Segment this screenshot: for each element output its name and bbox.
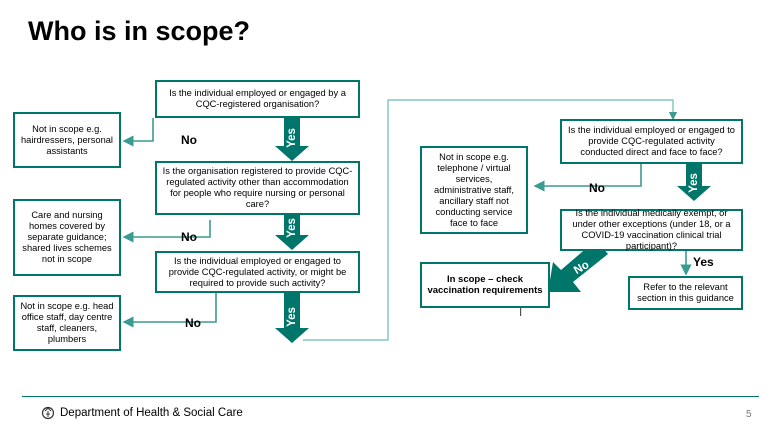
yes-label-3: Yes [286,307,298,327]
question-box-4: Is the individual employed or engaged to… [560,119,743,164]
question-box-1: Is the individual employed or engaged by… [155,80,360,118]
yes-arrow-3 [275,292,309,343]
page-number: 5 [746,409,752,420]
footer-divider [22,396,759,397]
question-4-text: Is the individual employed or engaged to… [568,125,735,157]
in-scope-text: In scope – check vaccination requirement… [427,274,543,296]
no-connector-2 [122,220,211,243]
no-label-2: No [181,230,197,244]
yes-label-2: Yes [286,218,298,238]
yes-label-5: Yes [693,255,714,269]
yes-label-1: Yes [286,128,298,148]
question-3-text: Is the individual employed or engaged to… [168,255,347,288]
refer-box: Refer to the relevant section in this gu… [628,276,743,310]
outcome-2-text: Care and nursing homes covered by separa… [22,210,112,264]
question-box-2: Is the organisation registered to provid… [155,161,360,215]
yes-arrow-4 [677,163,711,201]
outcome-box-1: Not in scope e.g. hairdressers, personal… [13,112,121,168]
yes-arrow-1 [275,118,309,161]
no-connector-4 [533,164,642,192]
question-1-text: Is the individual employed or engaged by… [169,88,346,109]
no-arrow-5 [548,240,608,292]
outcome-box-2: Care and nursing homes covered by separa… [13,199,121,276]
outcome-4-text: Not in scope e.g. telephone / virtual se… [434,151,514,228]
yes-arrow-2 [275,205,309,250]
question-5-text: Is the individual medically exempt, or u… [572,208,731,251]
outcome-box-4: Not in scope e.g. telephone / virtual se… [420,146,528,234]
question-box-5: Is the individual medically exempt, or u… [560,208,743,251]
yes-label-4: Yes [688,173,700,193]
royal-crest-icon [41,406,55,420]
in-scope-box: In scope – check vaccination requirement… [420,262,550,308]
no-label-1: No [181,133,197,147]
refer-text: Refer to the relevant section in this gu… [637,282,734,303]
no-label-3: No [185,316,201,330]
outcome-1-text: Not in scope e.g. hairdressers, personal… [21,123,113,156]
question-2-text: Is the organisation registered to provid… [162,166,353,209]
no-connector-1 [122,118,154,147]
page-title: Who is in scope? [28,16,251,46]
outcome-3-text: Not in scope e.g. head office staff, day… [20,301,114,344]
continue-connector [303,99,678,341]
outcome-box-3: Not in scope e.g. head office staff, day… [13,295,121,351]
no-label-4: No [589,181,605,195]
no-connector-3 [122,293,217,328]
department-name: Department of Health & Social Care [60,407,243,419]
question-box-3: Is the individual employed or engaged to… [155,251,360,293]
text-cursor-icon: I [519,306,523,319]
